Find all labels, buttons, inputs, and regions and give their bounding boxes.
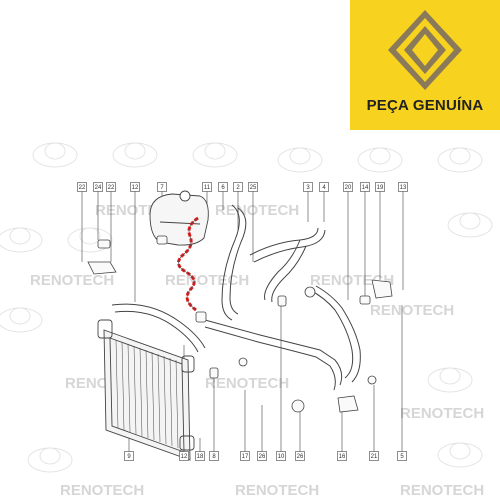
callout-number: 7 bbox=[160, 185, 164, 191]
callout-top-8: 25 bbox=[248, 182, 258, 192]
callout-bottom-3: 8 bbox=[209, 451, 219, 461]
callout-number: 22 bbox=[79, 185, 86, 191]
callouts-bottom: 9 12 18 8 17 26 10 26 16 21 5 bbox=[124, 451, 407, 461]
callout-top-2: 22 bbox=[106, 182, 116, 192]
callout-number: 26 bbox=[259, 454, 266, 460]
expansion-tank bbox=[149, 190, 209, 246]
callout-number: 11 bbox=[204, 185, 211, 191]
callout-top-14: 13 bbox=[398, 182, 408, 192]
callout-bottom-2: 18 bbox=[195, 451, 205, 461]
watermark-text: RENOTECH bbox=[400, 482, 484, 499]
callout-top-5: 11 bbox=[202, 182, 212, 192]
callout-top-13: 19 bbox=[375, 182, 385, 192]
radiator bbox=[97, 319, 195, 461]
watermark-text: RENOTECH bbox=[60, 482, 144, 499]
callout-number: 26 bbox=[297, 454, 304, 460]
watermark-text: RENOTECH bbox=[30, 272, 114, 289]
callout-bottom-1: 12 bbox=[179, 451, 189, 461]
callout-top-12: 14 bbox=[360, 182, 370, 192]
watermark-text: RENOTECH bbox=[235, 482, 319, 499]
callout-top-9: 3 bbox=[303, 182, 313, 192]
callout-top-1: 24 bbox=[93, 182, 103, 192]
callout-number: 3 bbox=[306, 185, 310, 191]
callout-bottom-6: 10 bbox=[276, 451, 286, 461]
callout-bottom-5: 26 bbox=[257, 451, 267, 461]
callout-number: 12 bbox=[181, 454, 188, 460]
callout-number: 13 bbox=[400, 185, 407, 191]
callout-bottom-9: 21 bbox=[369, 451, 379, 461]
callout-top-7: 2 bbox=[233, 182, 243, 192]
callout-number: 17 bbox=[242, 454, 249, 460]
callout-top-0: 22 bbox=[77, 182, 87, 192]
callout-bottom-4: 17 bbox=[240, 451, 250, 461]
callout-number: 18 bbox=[197, 454, 204, 460]
clamps-and-brackets bbox=[87, 235, 393, 413]
callout-number: 4 bbox=[322, 185, 326, 191]
callout-number: 25 bbox=[250, 185, 257, 191]
watermark-text: RENOTECH bbox=[215, 202, 299, 219]
coolant-hoses bbox=[111, 204, 361, 391]
genuine-part-badge: PEÇA GENUÍNA bbox=[350, 0, 500, 130]
callout-number: 10 bbox=[278, 454, 285, 460]
callout-number: 21 bbox=[371, 454, 378, 460]
renault-diamond-logo bbox=[388, 10, 462, 90]
callout-bottom-8: 16 bbox=[337, 451, 347, 461]
callout-number: 19 bbox=[377, 185, 384, 191]
callout-number: 24 bbox=[95, 185, 102, 191]
watermark-text: RENOTECH bbox=[400, 405, 484, 422]
watermark-car-icons bbox=[0, 142, 493, 473]
callout-number: 2 bbox=[236, 185, 240, 191]
callout-top-6: 6 bbox=[218, 182, 228, 192]
top-leader-lines bbox=[81, 191, 404, 302]
callout-top-3: 12 bbox=[130, 182, 140, 192]
callout-number: 9 bbox=[127, 454, 131, 460]
callout-number: 5 bbox=[400, 454, 404, 460]
callout-number: 14 bbox=[362, 185, 369, 191]
callout-number: 22 bbox=[108, 185, 115, 191]
callout-number: 12 bbox=[132, 185, 139, 191]
callout-bottom-10: 5 bbox=[397, 451, 407, 461]
callout-number: 16 bbox=[339, 454, 346, 460]
callout-bottom-7: 26 bbox=[295, 451, 305, 461]
callout-number: 6 bbox=[221, 185, 225, 191]
callout-number: 20 bbox=[345, 185, 352, 191]
watermark-text: RENOTECH bbox=[370, 302, 454, 319]
callout-number: 8 bbox=[212, 454, 216, 460]
genuine-part-label: PEÇA GENUÍNA bbox=[366, 97, 484, 114]
callout-top-11: 20 bbox=[343, 182, 353, 192]
callout-top-4: 7 bbox=[157, 182, 167, 192]
callout-top-10: 4 bbox=[319, 182, 329, 192]
callouts-top: 22 24 22 12 7 11 6 2 25 3 4 20 14 19 13 bbox=[77, 182, 408, 192]
watermark-text: RENOTECH bbox=[205, 375, 289, 392]
callout-bottom-0: 9 bbox=[124, 451, 134, 461]
watermark-text: RENOTECH bbox=[165, 272, 249, 289]
